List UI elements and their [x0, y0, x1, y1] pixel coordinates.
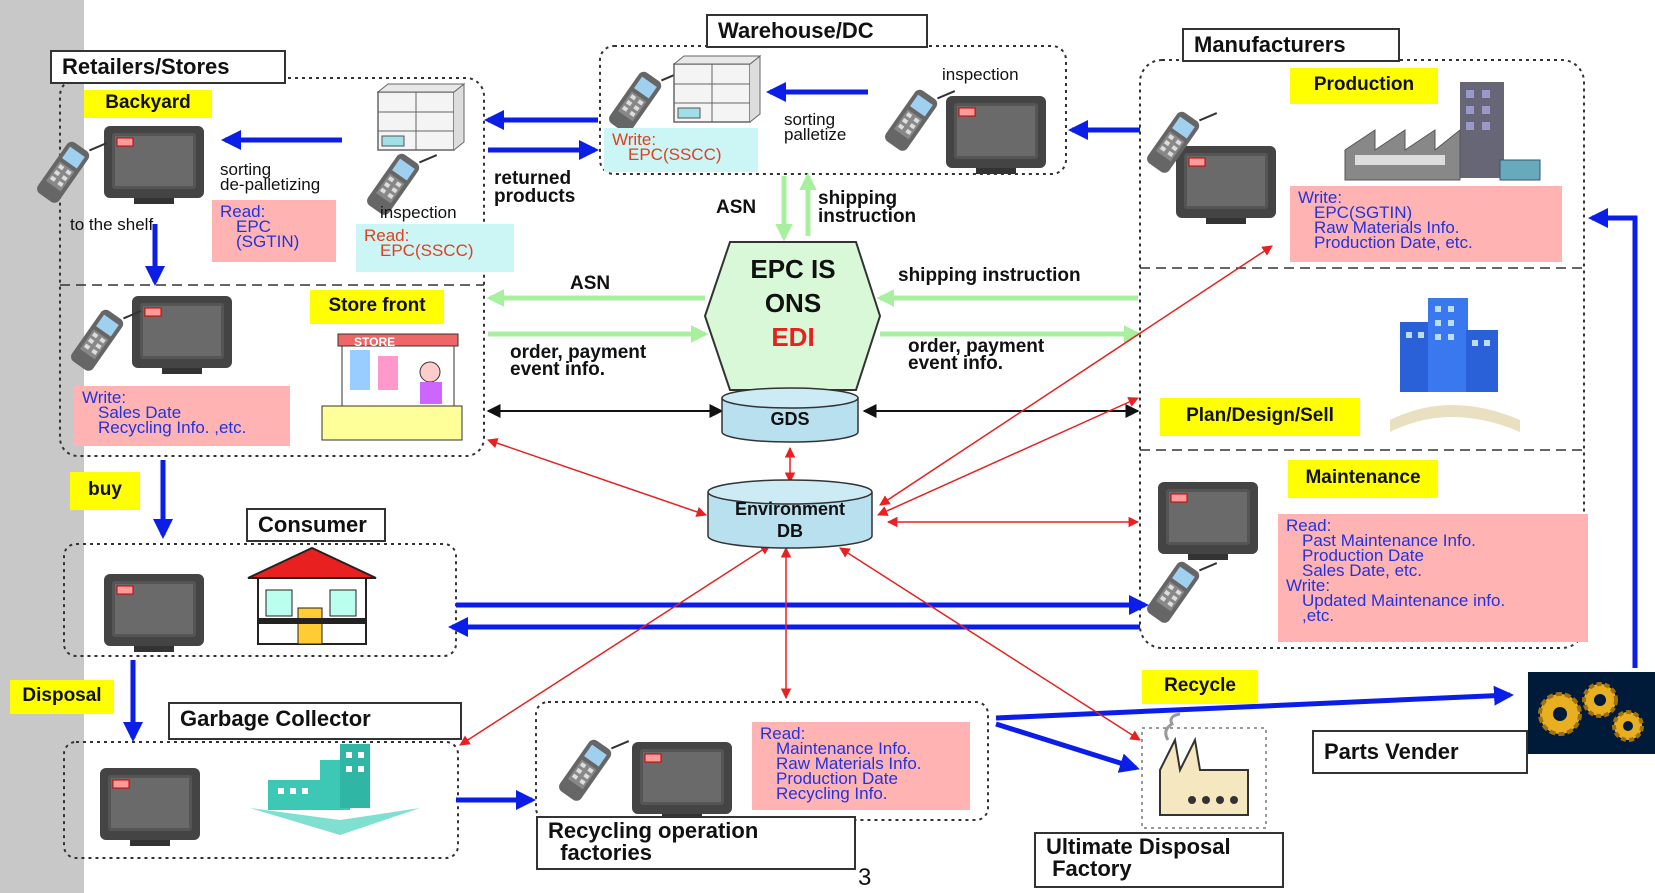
read-line: Production Date: [776, 769, 898, 788]
gears-icon: [1528, 672, 1655, 754]
shipping-instruction-top-label: shipping instruction: [818, 188, 917, 227]
production-label: Production: [1290, 68, 1438, 104]
read-label: Read:: [220, 202, 266, 221]
disposal-factory-icon: [1141, 712, 1267, 829]
read-line: EPC(SSCC): [380, 241, 474, 260]
read-label: Read:: [364, 226, 410, 245]
recycle-label: Recycle: [1142, 670, 1258, 704]
asn-top-label: ASN: [716, 197, 757, 218]
read-line: Recycling Info.: [776, 784, 888, 803]
shipping-instruction-right-label: shipping instruction: [898, 265, 1081, 286]
write-line: Production Date, etc.: [1314, 233, 1473, 252]
write-label: Write:: [1286, 576, 1331, 595]
read-line: Maintenance Info.: [776, 739, 912, 758]
write-line: Sales Date: [98, 403, 182, 422]
plan-design-sell-label: Plan/Design/Sell: [1160, 398, 1360, 436]
read-label: Read:: [760, 724, 806, 743]
ultimate-disposal-header: Ultimate Disposal Factory: [1034, 832, 1284, 888]
write-epc-sscc-box: Write: EPC(SSCC): [604, 128, 758, 172]
read-line: (SGTIN): [236, 232, 300, 251]
office-building-icon: [1390, 298, 1520, 432]
order-payment-right-label: order, payment event info.: [908, 336, 1045, 374]
backyard-label: Backyard: [84, 90, 212, 118]
write-label: Write:: [82, 388, 127, 407]
read-epc-sscc-box: Read: EPC(SSCC): [356, 224, 514, 272]
ons-text: ONS: [764, 288, 822, 318]
write-line: ,etc.: [1302, 606, 1335, 625]
write-label: Write:: [1298, 188, 1343, 207]
parts-vender-header: Parts Vender: [1312, 730, 1528, 774]
maintenance-label: Maintenance: [1288, 460, 1438, 498]
order-payment-left-label: order, payment event info.: [510, 342, 647, 380]
gds-label: GDS: [770, 409, 810, 429]
manufacturers-header: Manufacturers: [1182, 28, 1400, 62]
edi-text: EDI: [771, 322, 815, 352]
read-line: Production Date: [1302, 546, 1424, 565]
returned-products-label: returned products: [494, 168, 576, 207]
sorting-palletize-label: sorting palletize: [784, 110, 847, 144]
write-label: Write:: [612, 130, 657, 149]
factory-icon: [1344, 82, 1541, 181]
consumer-header: Consumer: [246, 508, 386, 542]
recycling-read-box: Read: Maintenance Info. Raw Materials In…: [752, 722, 970, 810]
read-epc-sgtin-box: Read: EPC (SGTIN): [212, 200, 336, 262]
read-line: Raw Materials Info.: [776, 754, 922, 773]
write-line: EPC(SSCC): [628, 145, 722, 164]
garbage-collector-header: Garbage Collector: [168, 702, 462, 740]
asn-left-label: ASN: [570, 273, 611, 294]
maintenance-read-write-box: Read: Past Maintenance Info. Production …: [1278, 514, 1588, 642]
store-front-label: Store front: [310, 290, 444, 324]
inspection-retailer-label: inspection: [380, 203, 457, 222]
warehouse-dc-header: Warehouse/DC: [706, 14, 928, 48]
write-sales-box: Write: Sales Date Recycling Info. ,etc.: [74, 386, 290, 446]
house-icon: [247, 546, 377, 645]
to-the-shelf-label: to the shelf: [70, 215, 154, 234]
disposal-label: Disposal: [10, 680, 114, 714]
store-icon: [321, 333, 463, 441]
write-line: EPC(SGTIN): [1314, 203, 1413, 222]
epc-is-text: EPC IS: [750, 254, 836, 284]
read-line: EPC: [236, 217, 271, 236]
read-label: Read:: [1286, 516, 1332, 535]
read-line: Past Maintenance Info.: [1302, 531, 1476, 550]
page-number: 3: [858, 864, 872, 891]
garbage-facility-icon: [250, 744, 420, 835]
inspection-warehouse-label: inspection: [942, 65, 1019, 84]
retailers-stores-header: Retailers/Stores: [50, 50, 286, 84]
recycling-factories-header: Recycling operation factories: [536, 816, 856, 870]
environment-db-label: Environment DB: [734, 499, 845, 541]
write-sgtin-box: Write: EPC(SGTIN) Raw Materials Info. Pr…: [1290, 186, 1562, 262]
sorting-depalletizing-label: sorting de-palletizing: [220, 160, 321, 194]
write-line: Updated Maintenance info.: [1302, 591, 1506, 610]
write-line: Raw Materials Info.: [1314, 218, 1460, 237]
write-line: Recycling Info. ,etc.: [98, 418, 247, 437]
store-sign: STORE: [354, 335, 396, 349]
buy-label: buy: [70, 472, 140, 510]
read-line: Sales Date, etc.: [1302, 561, 1423, 580]
